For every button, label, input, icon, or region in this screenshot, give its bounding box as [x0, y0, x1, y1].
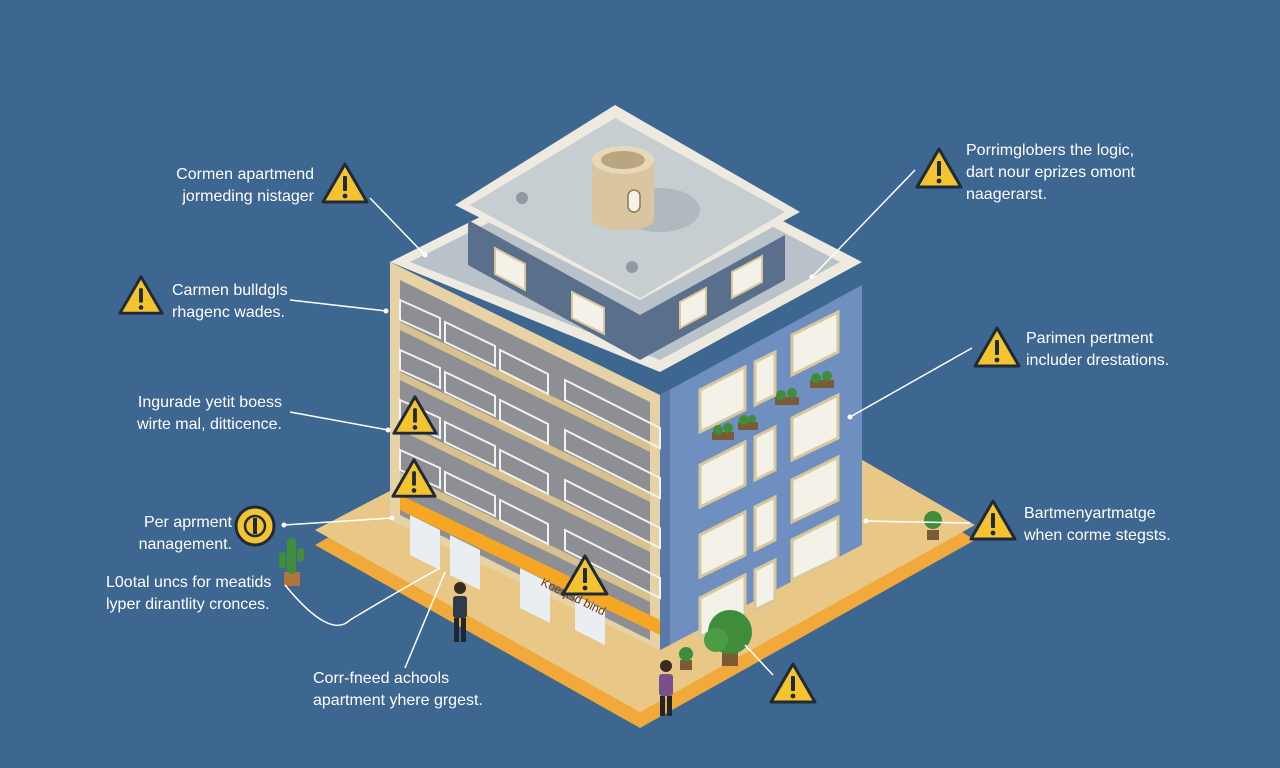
building-roof: [390, 105, 862, 372]
cactus-plant: [279, 538, 304, 586]
warning-icon: [973, 326, 1021, 368]
info-circle-icon: [234, 505, 276, 547]
warning-icon: [769, 662, 817, 704]
small-plant: [924, 511, 942, 540]
building-right-facade: [660, 285, 862, 650]
warning-icon: [915, 147, 963, 189]
small-plant: [679, 647, 693, 670]
callout-connectors: [283, 169, 973, 676]
warning-icon: [321, 162, 369, 204]
person-figure: [453, 582, 467, 642]
warning-icon: [118, 275, 164, 315]
person-figure: [659, 660, 673, 716]
potted-tree: [704, 610, 752, 666]
warning-icon: [969, 499, 1017, 541]
callout-label: Porrimglobers the logic,dart nour eprize…: [966, 142, 1135, 203]
building-left-facade: Koeqtsd bind: [390, 262, 661, 650]
